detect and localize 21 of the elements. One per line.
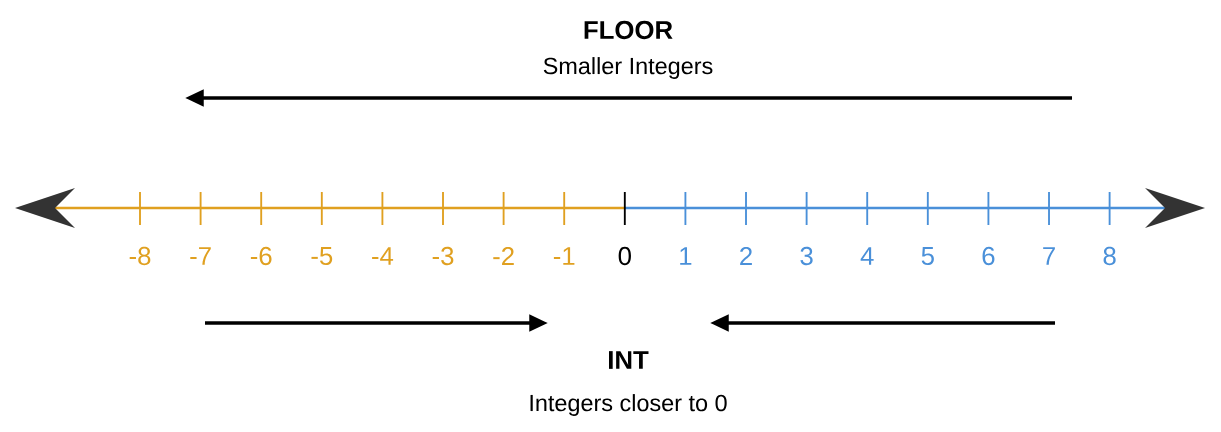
- tick-label: 3: [800, 246, 813, 266]
- heading: FLOOR: [584, 20, 673, 40]
- tick-label: 2: [740, 247, 752, 265]
- tick-label: 6: [982, 246, 995, 266]
- tick-label: -4: [372, 247, 394, 265]
- heading: INT: [609, 351, 649, 369]
- tick-label: -7: [190, 247, 211, 265]
- tick-label: 8: [1103, 246, 1116, 266]
- tick-label: -6: [250, 246, 272, 266]
- tick-label: -2: [493, 247, 514, 265]
- tick-label: 4: [860, 247, 874, 265]
- tick-label: -3: [432, 246, 454, 266]
- tick-label: 0: [618, 246, 631, 266]
- tick-label: -5: [311, 247, 333, 265]
- tick-label: 7: [1043, 247, 1055, 265]
- tick-label: -1: [553, 247, 575, 265]
- subheading: Smaller Integers: [543, 57, 713, 79]
- tick-label: 1: [680, 247, 692, 265]
- subheading: Integers closer to 0: [530, 394, 727, 416]
- tick-label: -8: [129, 246, 151, 266]
- tick-label: 5: [921, 247, 934, 265]
